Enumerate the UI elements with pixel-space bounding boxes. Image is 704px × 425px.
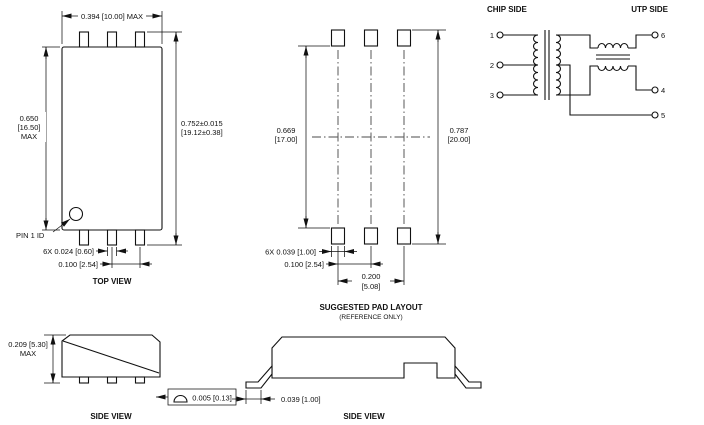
dim-inner-line2: [17.00] [275,135,298,144]
dim-outer-span: 0.787 [20.00] [412,29,471,245]
side-view-a: 0.209 [5.30] MAX 0.005 [0.13] SIDE VIEW [8,334,237,421]
pad [363,227,379,245]
terminal-circle [651,31,659,39]
pin-number: 4 [661,86,665,95]
pad [330,227,346,245]
side-view-b: 0.039 [1.00] SIDE VIEW [232,336,482,421]
pin-number: 3 [490,91,494,100]
transformer [532,30,562,100]
dim-lead: 0.039 [1.00] [232,390,321,404]
dim-row-span-line2: [5.08] [362,282,381,291]
wires [503,34,652,116]
dim-height-line2: MAX [20,349,36,358]
common-mode-choke [596,42,630,72]
gullwing-lead-right [454,364,482,389]
dim-overall-height-line2: [19.12±0.38] [181,128,223,137]
chip-side-label: CHIP SIDE [487,5,528,14]
pin [78,31,90,48]
right-terminals: 6 4 5 [651,31,665,120]
dim-row-span-line1: 0.200 [362,272,381,281]
dim-lead-pitch-text: 0.100 [2.54] [58,260,98,269]
utp-side-label: UTP SIDE [631,5,668,14]
pad-layout-label: SUGGESTED PAD LAYOUT [319,303,422,312]
dim-body-height-line3: MAX [21,132,37,141]
dim-pad-width: 6X 0.039 [1.00] [265,246,357,257]
dim-outer-line2: [20.00] [448,135,471,144]
pin [78,229,90,246]
dim-lead-pitch: 0.100 [2.54] [58,247,152,269]
dim-width-text: 0.394 [10.00] MAX [81,12,143,21]
dim-body-height: 0.650 [16.50] MAX [12,46,60,231]
dim-lead-width-text: 6X 0.024 [0.60] [43,247,94,256]
terminal-circle [651,111,659,119]
terminal-circle [496,91,504,99]
dim-height-line1: 0.209 [5.30] [8,340,48,349]
pin-number: 5 [661,111,665,120]
side-view-a-label: SIDE VIEW [90,412,132,421]
dim-body-height-line2: [16.50] [18,123,41,132]
pad [330,29,346,47]
terminal-circle [496,31,504,39]
terminal-circle [651,86,659,94]
pin [106,31,118,48]
package-body-outline [61,46,163,231]
side-body-outline [271,336,456,379]
bottom-pins [78,229,146,246]
side-pins [78,376,146,384]
dim-body-height-line1: 0.650 [20,114,39,123]
pin [134,31,146,48]
dim-width: 0.394 [10.00] MAX [61,11,163,44]
top-pins [78,31,146,48]
dim-standoff-text: 0.005 [0.13] [192,394,232,403]
pin [106,229,118,246]
choke-top-winding [597,42,629,49]
standoff-detail: 0.005 [0.13] [156,388,237,406]
pin [106,376,118,384]
side-body-outline [61,334,161,378]
pin1-label: PIN 1 ID [16,231,45,240]
dim-row-span: 0.200 [5.08] [338,246,405,291]
pin [78,376,90,384]
dim-outer-line1: 0.787 [450,126,469,135]
standoff-shape [173,394,188,403]
pin [134,229,146,246]
top-view-label: TOP VIEW [93,277,132,286]
dim-lead-width: 6X 0.024 [0.60] [43,247,128,256]
terminal-circle [496,61,504,69]
secondary-winding [555,34,562,96]
primary-winding [532,34,539,96]
pad [363,29,379,47]
pin-number: 6 [661,31,665,40]
gullwing-lead-left [245,364,273,389]
centerlines [312,50,430,224]
choke-bottom-winding [597,65,629,72]
pin-number: 2 [490,61,494,70]
dim-pad-pitch-text: 0.100 [2.54] [284,260,324,269]
schematic: CHIP SIDE UTP SIDE 1 2 3 [487,5,669,120]
pin1-id-mark [68,206,84,222]
pin1-callout: PIN 1 ID [16,218,71,240]
dim-height: 0.209 [5.30] MAX [8,334,66,384]
dim-inner-line1: 0.669 [277,126,296,135]
dim-overall-height: 0.752±0.015 [19.12±0.38] [147,31,223,246]
pad-layout: 0.669 [17.00] 0.787 [20.00] 6X 0.039 [1.… [265,29,471,321]
pad [396,29,412,47]
detail-box [167,388,237,406]
dim-overall-height-line1: 0.752±0.015 [181,119,223,128]
left-terminals: 1 2 3 [490,31,504,100]
pad [396,227,412,245]
pads [330,29,412,245]
dim-lead-text: 0.039 [1.00] [281,395,321,404]
dim-pad-width-text: 6X 0.039 [1.00] [265,248,316,257]
pin [134,376,146,384]
side-view-b-label: SIDE VIEW [343,412,385,421]
chamfer-line [62,340,160,374]
dim-inner-span: 0.669 [17.00] [275,45,330,229]
top-view: 0.394 [10.00] MAX 0.650 [16.50] MAX 0.75… [12,11,223,286]
pin-number: 1 [490,31,494,40]
pad-layout-sublabel: (REFERENCE ONLY) [339,314,402,321]
